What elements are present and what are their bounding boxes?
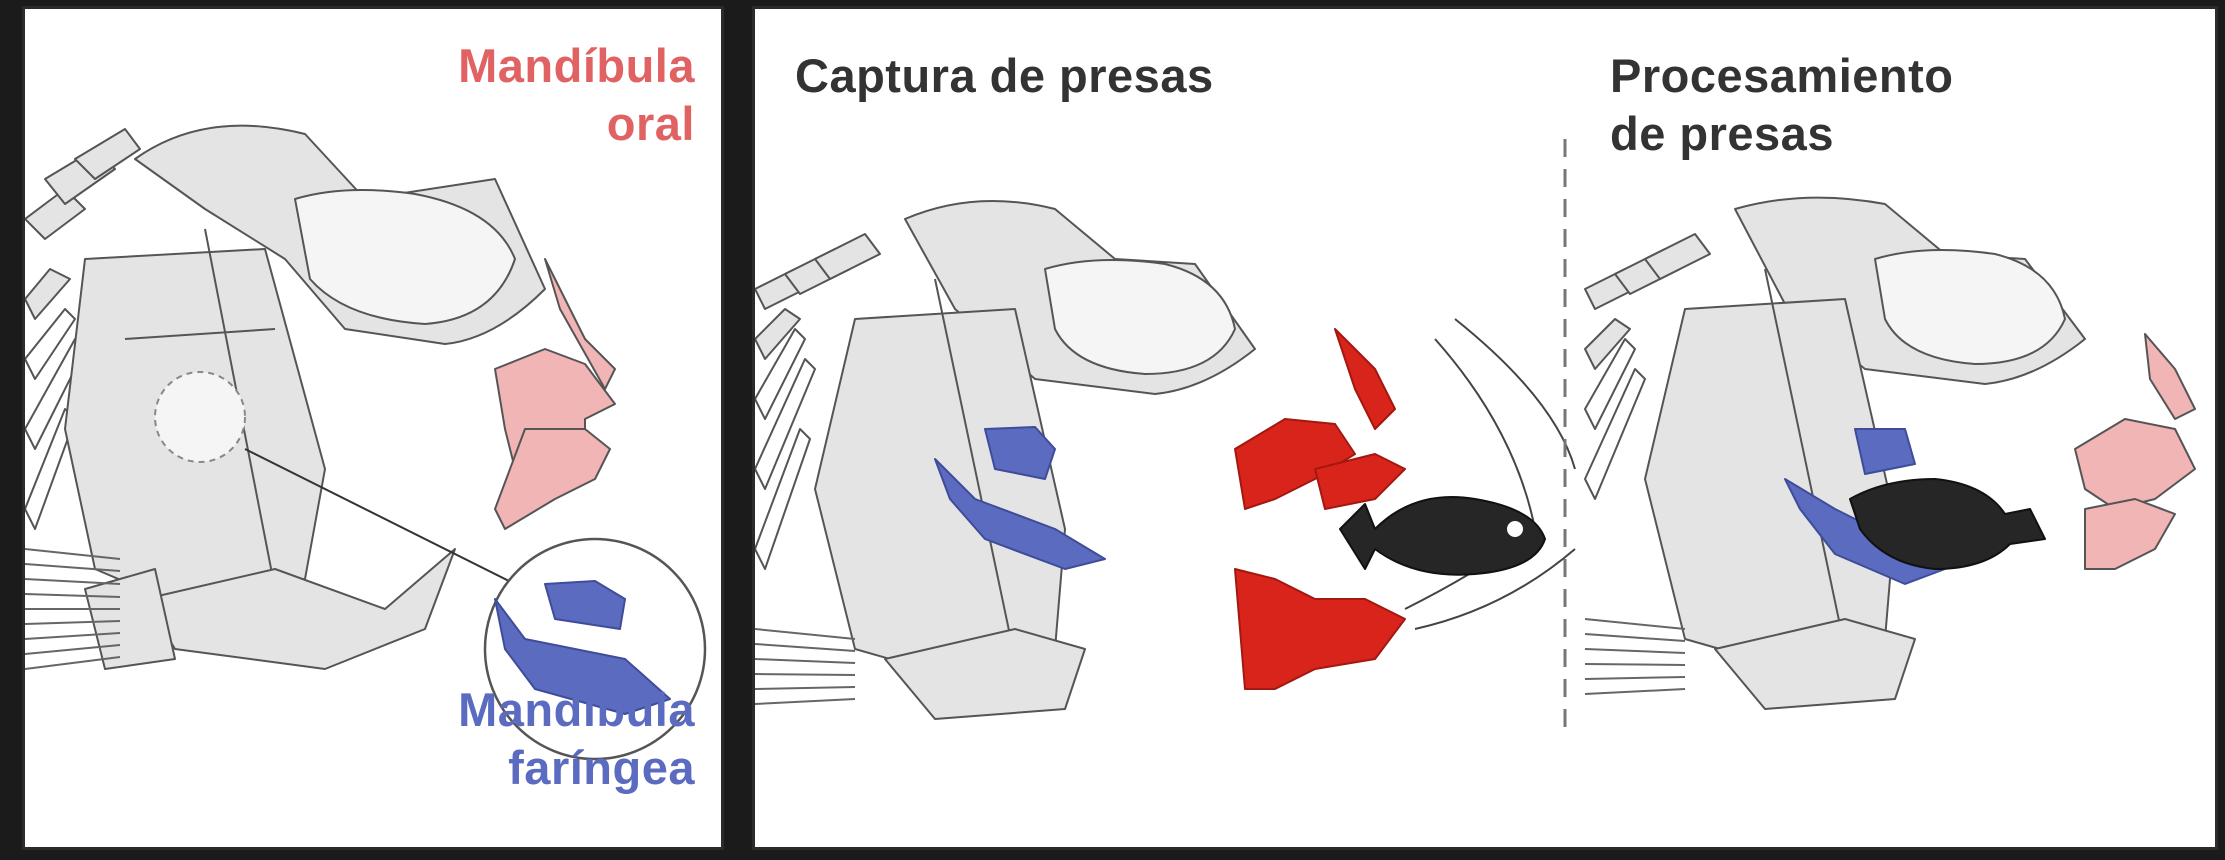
pharyngeal-jaw-label-line2: faríngea — [458, 739, 695, 797]
processing-skull — [1585, 198, 2085, 709]
pharyngeal-region-marker — [155, 372, 245, 462]
pharyngeal-jaw-label: Mandíbula faríngea — [458, 681, 695, 797]
processing-title: Procesamiento de presas — [1610, 47, 1953, 163]
oral-jaw-label: Mandíbula oral — [458, 37, 695, 153]
capture-title: Captura de presas — [795, 47, 1214, 105]
capture-oral-jaw — [1235, 329, 1405, 689]
prey-capture-processing-illustration — [755, 9, 2218, 850]
processing-oral-jaw — [2075, 334, 2195, 569]
water-flow-lines — [1405, 319, 1575, 629]
function-panel: Captura de presas Procesamiento de presa… — [752, 6, 2218, 850]
anatomy-panel: Mandíbula oral Mandíbula faríngea — [22, 6, 724, 850]
capture-prey-fish — [1340, 497, 1545, 575]
oral-jaw-label-line2: oral — [458, 95, 695, 153]
processing-title-line2: de presas — [1610, 105, 1953, 163]
oral-jaw-label-line1: Mandíbula — [458, 37, 695, 95]
pharyngeal-jaw-label-line1: Mandíbula — [458, 681, 695, 739]
processing-title-line1: Procesamiento — [1610, 47, 1953, 105]
